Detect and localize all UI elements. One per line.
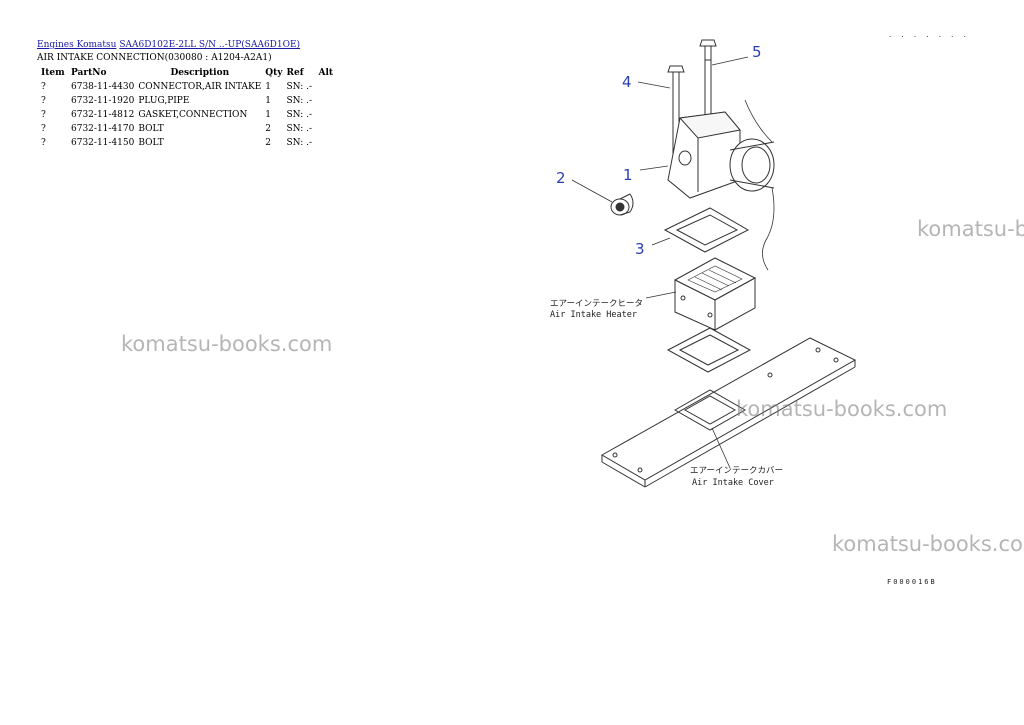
table-row: ? 6738-11-4430 CONNECTOR,AIR INTAKE 1 SN… xyxy=(37,80,337,94)
cell-partno: 6732-11-1920 xyxy=(71,96,135,106)
cell-alt xyxy=(317,136,337,150)
cell-description: BOLT xyxy=(138,124,164,134)
heater-label-jp: エアーインテークヒータ xyxy=(550,299,643,309)
cell-qty: 1 xyxy=(265,82,271,92)
table-row: ? 6732-11-4150 BOLT 2 SN: .- xyxy=(37,136,337,150)
air-intake-connector-icon xyxy=(667,99,775,271)
cell-ref: SN: .- xyxy=(286,96,313,106)
callout-3: 3 xyxy=(635,240,645,258)
watermark-bottom-right: komatsu-books.com xyxy=(832,532,1024,556)
cell-partno: 6732-11-4812 xyxy=(71,110,135,120)
header-item: Item xyxy=(41,68,65,78)
connection-gasket-icon xyxy=(663,207,750,253)
header-qty: Qty xyxy=(265,68,283,78)
watermark-left: komatsu-books.com xyxy=(121,332,333,356)
cell-qty: 2 xyxy=(265,138,271,148)
cell-description: GASKET,CONNECTION xyxy=(138,110,248,120)
watermark-center: komatsu-books.com xyxy=(736,397,948,421)
table-row: ? 6732-11-4170 BOLT 2 SN: .- xyxy=(37,122,337,136)
watermark-top-right: komatsu-books.com xyxy=(917,217,1024,241)
header-ref: Ref xyxy=(286,68,304,78)
parts-diagram: 1 2 3 4 5 エアーインテークヒータ Air Intake Heater … xyxy=(550,39,857,488)
cell-item: ? xyxy=(41,110,46,120)
air-intake-heater-icon xyxy=(673,257,757,331)
parts-table: Item PartNo Description Qty Ref Alt ? 67… xyxy=(37,66,337,150)
breadcrumb-link-engines[interactable]: Engines Komatsu xyxy=(37,40,117,50)
table-row: ? 6732-11-4812 GASKET,CONNECTION 1 SN: .… xyxy=(37,108,337,122)
cell-partno: 6732-11-4150 xyxy=(71,138,135,148)
cover-label-jp: エアーインテークカバー xyxy=(690,466,783,476)
cell-description: BOLT xyxy=(138,138,164,148)
cell-item: ? xyxy=(41,96,46,106)
table-row: ? 6732-11-1920 PLUG,PIPE 1 SN: .- xyxy=(37,94,337,108)
pipe-plug-icon xyxy=(610,193,634,216)
cell-alt xyxy=(317,108,337,122)
table-header-row: Item PartNo Description Qty Ref Alt xyxy=(37,66,337,80)
callout-2: 2 xyxy=(556,169,566,187)
header-description: Description xyxy=(170,68,230,78)
cell-description: PLUG,PIPE xyxy=(138,96,190,106)
cell-alt xyxy=(317,122,337,136)
callout-1: 1 xyxy=(623,166,633,184)
cell-item: ? xyxy=(41,124,46,134)
cell-ref: SN: .- xyxy=(286,82,313,92)
cell-qty: 1 xyxy=(265,110,271,120)
bolt-5-icon xyxy=(699,39,717,125)
cell-partno: 6732-11-4170 xyxy=(71,124,135,134)
cell-qty: 2 xyxy=(265,124,271,134)
cell-alt xyxy=(317,94,337,108)
cell-qty: 1 xyxy=(265,96,271,106)
breadcrumb: Engines Komatsu SAA6D102E-2LL S/N ..-UP(… xyxy=(37,40,300,51)
cell-description: CONNECTOR,AIR INTAKE xyxy=(138,82,262,92)
cell-ref: SN: .- xyxy=(286,124,313,134)
breadcrumb-link-model[interactable]: SAA6D102E-2LL S/N ..-UP(SAA6D1OE) xyxy=(119,40,301,50)
cell-partno: 6738-11-4430 xyxy=(71,82,135,92)
cover-label-en: Air Intake Cover xyxy=(692,478,774,488)
callout-5: 5 xyxy=(752,43,762,61)
cell-item: ? xyxy=(41,138,46,148)
cell-ref: SN: .- xyxy=(286,138,313,148)
drawing-code: F000016B xyxy=(887,578,937,586)
page-title: AIR INTAKE CONNECTION(030080 : A1204-A2A… xyxy=(37,53,272,63)
callout-4: 4 xyxy=(622,73,632,91)
cell-ref: SN: .- xyxy=(286,110,313,120)
header-partno: PartNo xyxy=(71,68,107,78)
heater-label-en: Air Intake Heater xyxy=(550,310,637,320)
lower-gasket-icon xyxy=(666,327,752,373)
cell-alt xyxy=(317,80,337,94)
cell-item: ? xyxy=(41,82,46,92)
header-alt: Alt xyxy=(318,68,334,78)
corner-mark: · · · · · · · xyxy=(888,33,969,41)
air-intake-cover-icon xyxy=(600,337,857,488)
